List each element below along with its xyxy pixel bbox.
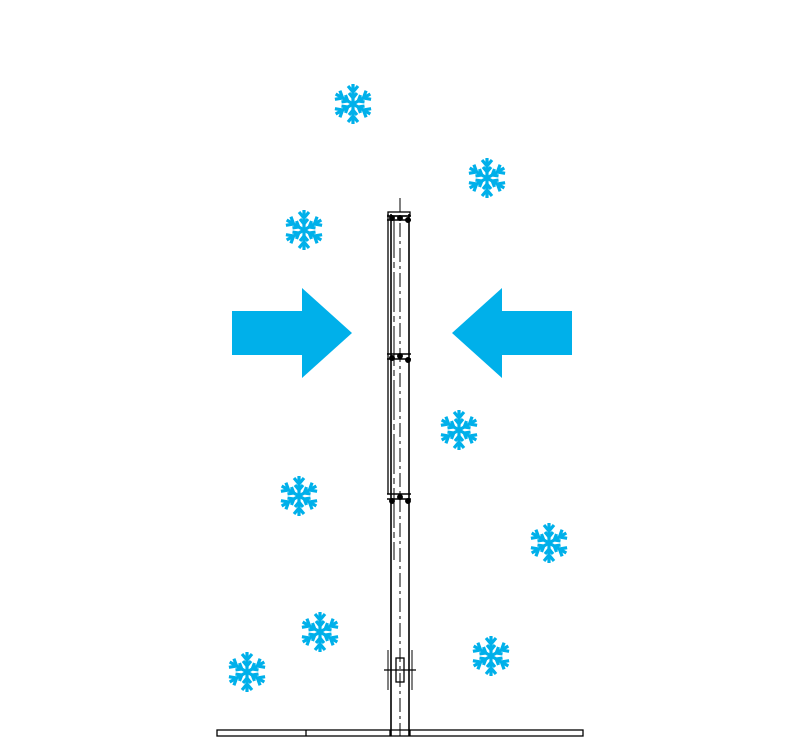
post-joint <box>387 493 411 504</box>
post-joint <box>387 215 411 223</box>
snowflake-icon <box>469 634 513 678</box>
snowflake-icon <box>298 610 342 654</box>
snowflake-icon <box>527 521 571 565</box>
arrow-right-icon <box>232 288 352 378</box>
post-joint <box>387 353 411 363</box>
snowflake-icon <box>282 208 326 252</box>
fitting-bracket <box>395 657 405 683</box>
snowflake-icon <box>225 650 269 694</box>
snowflake-icon <box>277 474 321 518</box>
post-drawing <box>216 198 584 737</box>
arrow-left-icon <box>452 288 572 378</box>
snowflake-icon <box>465 156 509 200</box>
snowflake-icon <box>331 82 375 126</box>
snowflake-icon <box>437 408 481 452</box>
